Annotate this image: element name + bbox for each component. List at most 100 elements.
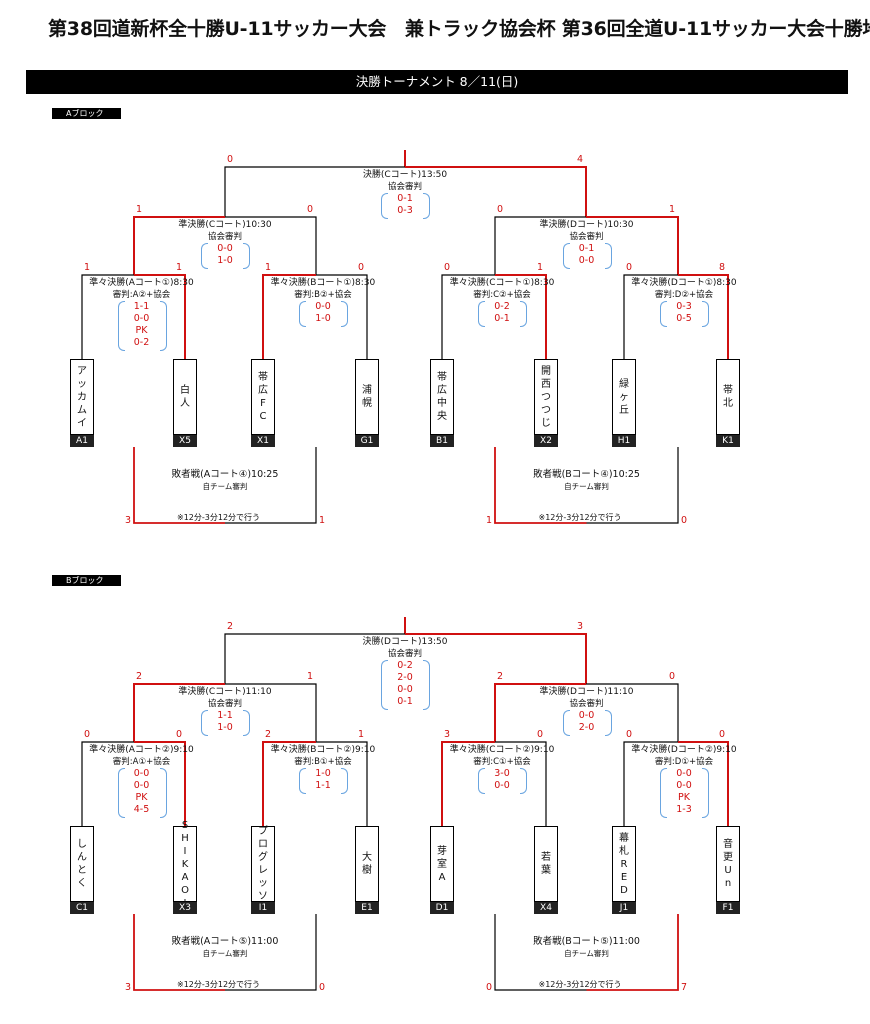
team-name-char: し [77, 839, 87, 850]
final-left-score: 2 [227, 621, 234, 632]
team-name-char: 白 [180, 385, 190, 396]
block-label: Aブロック [52, 108, 121, 119]
match-score: 1-3 [676, 804, 692, 815]
match-referee: 審判:A②+協会 [112, 290, 171, 300]
team-code: X4 [534, 902, 558, 914]
match-score: 1-0 [217, 255, 233, 266]
team-name-char: 帯 [258, 372, 268, 383]
match-score: 0-2 [494, 301, 510, 312]
final-right [405, 633, 587, 684]
team-code: B1 [430, 435, 454, 447]
team-name-char: プ [258, 826, 268, 837]
match-score: 1-1 [315, 780, 331, 791]
qf-right [495, 741, 547, 826]
team-code: X1 [251, 435, 275, 447]
team-name-char: 更 [723, 852, 733, 863]
losersR-referee: 自チーム審判 [564, 949, 609, 958]
match-score: 1-0 [217, 722, 233, 733]
losersL-right [225, 914, 317, 991]
semiL-left [133, 216, 225, 275]
team-name-char: A [181, 871, 189, 883]
qf-right [678, 741, 729, 826]
team-name-char: 帯 [437, 372, 447, 383]
team-name-char: 音 [723, 839, 733, 850]
losersL-right-score: 0 [319, 982, 326, 993]
team-name-char: 室 [437, 858, 447, 870]
losersL-left [133, 914, 225, 991]
team-name-box: SHIKAOI [173, 820, 197, 909]
score-brace-right [243, 710, 250, 736]
score-brace-left [381, 660, 388, 710]
team-name-char: つ [541, 404, 551, 416]
score-brace-right [604, 710, 612, 736]
losersL-referee: 自チーム審判 [202, 949, 248, 958]
match-referee: 協会審判 [569, 699, 604, 709]
match-score: 4-5 [133, 804, 150, 815]
match-title: 準々決勝(Aコート①)8:30 [89, 278, 194, 288]
match-score: PK [678, 792, 690, 803]
score-brace-right [520, 768, 527, 794]
losersL-title: 敗者戦(Aコート⑤)11:00 [171, 936, 279, 947]
losersL-note: ※12分-3分12分で行う [177, 513, 261, 522]
match-title: 準決勝(Dコート)11:10 [539, 687, 634, 697]
team-name-char: 人 [180, 398, 190, 409]
team-name-char: 北 [723, 398, 733, 409]
score-brace-left [478, 301, 485, 327]
losersR-right-score: 0 [681, 515, 688, 526]
match-title: 準決勝(Cコート)11:10 [178, 687, 272, 697]
match-score: 0-0 [676, 780, 692, 791]
team-code: E1 [355, 902, 379, 914]
match-referee: 審判:A①+協会 [112, 757, 171, 767]
match-referee: 審判:C②+協会 [473, 290, 531, 300]
team-name-box: 浦幌 [355, 359, 379, 435]
team-name-char: く [77, 878, 87, 889]
qf-left-score: 0 [626, 729, 633, 740]
qf-right-score: 0 [719, 729, 726, 740]
match-score: 1-0 [315, 768, 331, 779]
losersR-note: ※12分-3分12分で行う [538, 980, 622, 989]
match-title: 決勝(Cコート)13:50 [362, 170, 448, 180]
team-name-char: 広 [437, 385, 447, 396]
qf-right-score: 1 [176, 262, 183, 273]
match-score: PK [135, 325, 148, 336]
losersL-left [133, 447, 225, 524]
team-code: C1 [70, 902, 94, 914]
losersL-right [225, 447, 317, 524]
match-score: 3-0 [494, 768, 510, 779]
match-score: 0-0 [315, 301, 331, 312]
team-name-char: 緑 [619, 378, 629, 390]
losersR-left-score: 0 [486, 982, 493, 993]
match-title: 準決勝(Dコート)10:30 [539, 220, 634, 230]
match-score: 0-2 [133, 337, 150, 348]
qf-right-score: 1 [358, 729, 365, 740]
losersL-left-score: 3 [125, 515, 132, 526]
schedule-banner: 決勝トーナメント 8／11(日) [26, 70, 848, 94]
qf-left-score: 3 [444, 729, 451, 740]
team-name-char: ッ [77, 378, 87, 390]
match-score: 0-0 [133, 313, 150, 324]
team-name-char: F [260, 398, 266, 409]
match-title: 準々決勝(Bコート①)8:30 [270, 278, 376, 288]
match-referee: 協会審判 [387, 182, 422, 192]
team-name-char: 開 [541, 365, 551, 377]
team-name-char: E [620, 871, 628, 883]
team-name-char: 札 [619, 845, 629, 857]
match-title: 決勝(Dコート)13:50 [362, 637, 448, 647]
match-referee: 審判:B②+協会 [294, 290, 352, 300]
team-code: J1 [612, 902, 636, 914]
semiR-right [586, 683, 679, 742]
team-name-box: 開西つつじ [534, 359, 558, 435]
team-name-char: 浦 [362, 385, 372, 396]
team-name-box: 帯広中央 [430, 359, 454, 435]
qf-left [81, 741, 134, 826]
block-label: Bブロック [52, 575, 121, 586]
match-referee: 協会審判 [387, 649, 422, 659]
qf-left [262, 741, 316, 826]
score-brace-left [201, 243, 208, 269]
